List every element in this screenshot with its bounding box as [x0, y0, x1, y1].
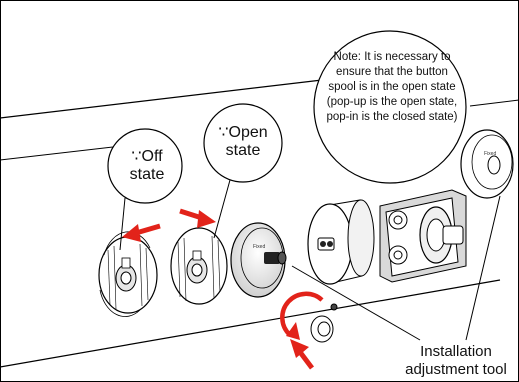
arrow-up-head	[290, 339, 309, 358]
open-state-valve	[170, 227, 228, 305]
off-state-valve	[98, 231, 158, 317]
nut-part	[310, 315, 334, 343]
arrow-up-red	[298, 350, 314, 370]
small-screw	[330, 303, 338, 311]
knob-fixed-text: Fixed	[253, 244, 266, 250]
tool-leader-1	[291, 265, 421, 341]
open-leader	[213, 179, 231, 239]
note-callout	[313, 30, 467, 184]
rotate-arrow	[280, 291, 324, 337]
installation-tool-label: Installation adjustment tool	[405, 343, 507, 378]
knob-cap	[230, 222, 287, 298]
arrow-left-head	[122, 224, 141, 242]
arrow-left-red	[135, 223, 161, 236]
tool-fixed-text: Fixed	[484, 151, 497, 157]
tool-leader-2	[465, 195, 501, 341]
open-state-callout	[203, 103, 283, 183]
off-state-label: ∵Off state	[129, 148, 165, 184]
valve-housing	[379, 189, 467, 283]
arrow-right-head	[197, 210, 216, 228]
rotate-arrow-head	[286, 322, 300, 340]
plate-top-edge	[0, 99, 519, 161]
off-leader	[119, 197, 126, 251]
open-state-label: ∵Open state	[218, 124, 268, 160]
mounting-plate	[0, 79, 501, 368]
note-text: Note: It is necessary to ensure that the…	[326, 51, 458, 123]
off-state-callout	[107, 128, 183, 204]
installation-tool	[460, 129, 514, 199]
valve-cylinder	[307, 199, 375, 285]
